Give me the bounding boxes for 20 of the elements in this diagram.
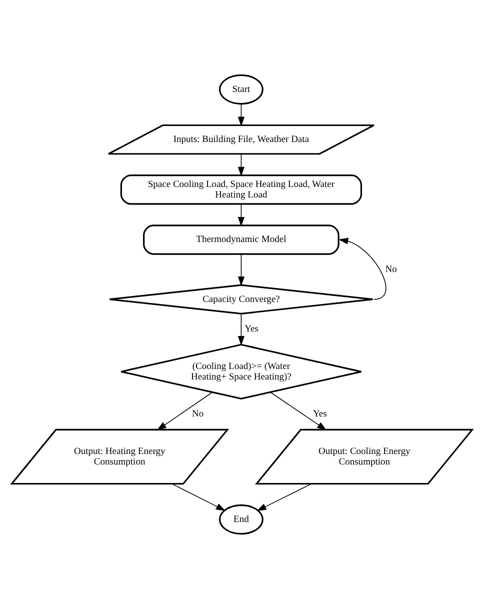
node-box: Thermodynamic Model bbox=[143, 224, 340, 255]
arrow bbox=[238, 154, 245, 176]
arrow bbox=[238, 104, 245, 126]
node-diamond: Capacity Converge? bbox=[108, 284, 374, 314]
edge-label: No bbox=[385, 264, 397, 275]
edge-label: No bbox=[192, 410, 204, 420]
node-ellipse: Start bbox=[218, 74, 264, 105]
arrow bbox=[238, 313, 245, 346]
node-diamond: (Cooling Load)>= (Water Heating+ Space Heating)? bbox=[120, 344, 362, 400]
arrow bbox=[238, 204, 245, 226]
arrow bbox=[171, 483, 226, 511]
edge-label: Yes bbox=[312, 410, 327, 420]
edge-label: Yes bbox=[244, 324, 258, 335]
arrow bbox=[256, 483, 312, 511]
arrow bbox=[156, 392, 213, 430]
node-box: Space Cooling Load, Space Heating Load, Water Heating Load bbox=[120, 174, 362, 205]
arrow bbox=[338, 238, 386, 300]
arrow bbox=[270, 392, 327, 430]
node-ellipse: End bbox=[218, 504, 264, 535]
arrow bbox=[238, 254, 245, 286]
